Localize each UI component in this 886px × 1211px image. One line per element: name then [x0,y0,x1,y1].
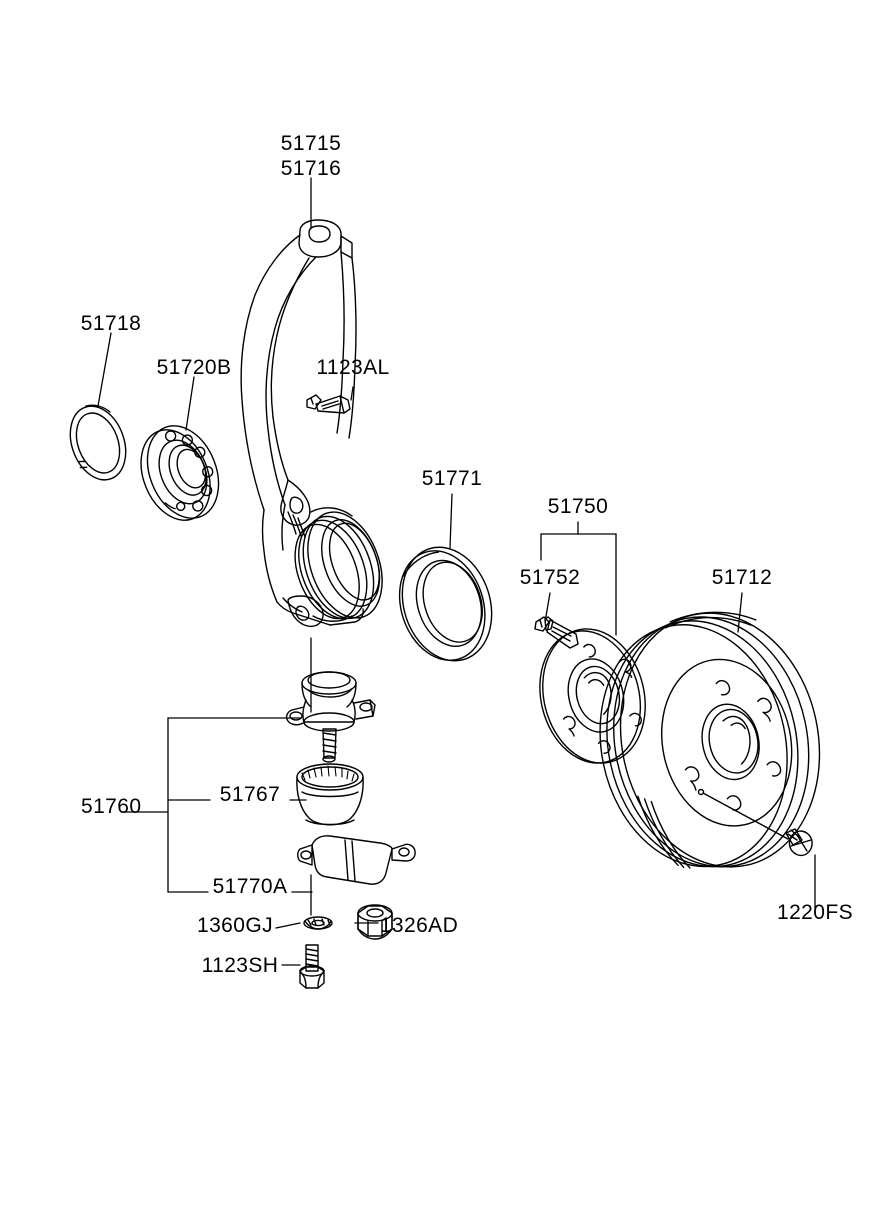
hex-nut-part [357,904,393,940]
snap-ring-part [69,404,127,481]
part-label-1220FS[interactable]: 1220FS [777,901,853,924]
disc-screw-part [697,788,813,857]
clamp-bolt-part [299,944,325,989]
part-label-51716[interactable]: 51716 [280,157,342,180]
part-label-51767[interactable]: 51767 [219,783,281,806]
ball-joint-group-bracket [121,717,313,893]
dust-boot-part [296,763,364,826]
part-label-51712[interactable]: 51712 [711,566,773,589]
clamp-bracket-part [297,835,416,885]
part-label-51720B[interactable]: 51720B [156,356,232,379]
washer-part [303,916,333,930]
part-label-51771[interactable]: 51771 [421,467,483,490]
wheel-bearing-part [140,425,220,521]
fastener-leaders [275,874,379,966]
ball-joint-part [285,671,376,763]
knuckle-bolt-part [306,394,351,414]
brake-disc-part [599,611,821,869]
part-label-51760[interactable]: 51760 [81,795,142,818]
dust-cover-part [398,546,493,662]
part-label-1123AL[interactable]: 1123AL [316,356,390,379]
part-label-51718[interactable]: 51718 [80,312,142,335]
part-label-1123SH[interactable]: 1123SH [201,954,279,977]
steering-knuckle-body [240,219,383,628]
leader-lines [97,177,816,909]
part-label-51752[interactable]: 51752 [519,566,581,589]
part-label-51715[interactable]: 51715 [280,132,342,155]
wheel-hub-part [539,628,646,764]
part-label-1326AD[interactable]: 1326AD [379,914,459,937]
part-label-51750[interactable]: 51750 [547,495,609,518]
hub-stud-bolt-part [534,616,579,649]
part-label-1360GJ[interactable]: 1360GJ [197,914,273,937]
part-label-51770A[interactable]: 51770A [212,875,288,898]
